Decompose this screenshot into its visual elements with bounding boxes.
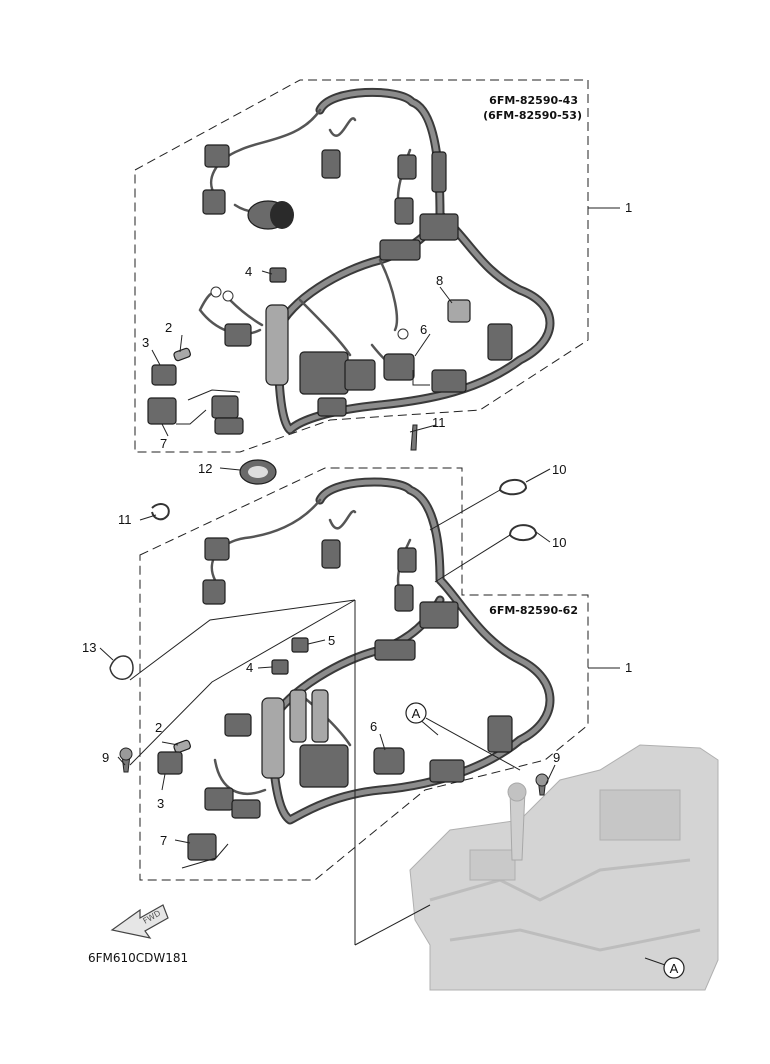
fwd-arrow-icon: FWD: [110, 904, 169, 939]
bottom-wiring-harness: [202, 477, 555, 825]
top-assembly-boundary: [134, 79, 589, 453]
bottom-assembly-boundary: [139, 467, 589, 881]
callout-top-4: 4: [245, 264, 252, 279]
callout-mid-10-a: 10: [552, 462, 566, 477]
callout-top-8: 8: [436, 273, 443, 288]
drawing-code: 6FM610CDW181: [88, 951, 188, 965]
ref-mark-a-engine: A: [663, 957, 685, 979]
assembly-b-number: 6FM-82590-62: [489, 604, 578, 617]
callout-top-6: 6: [420, 322, 427, 337]
top-loose-parts: [147, 267, 471, 435]
callout-bot-3: 3: [157, 796, 164, 811]
ref-mark-a-harness: A: [405, 702, 427, 724]
callout-bot-4: 4: [246, 660, 253, 675]
svg-text:A: A: [412, 706, 421, 721]
svg-text:A: A: [670, 961, 679, 976]
callout-bot-13: 13: [82, 640, 96, 655]
callout-mid-10-b: 10: [552, 535, 566, 550]
engine-block: [409, 744, 719, 991]
assembly-a-number: 6FM-82590-43: [489, 94, 578, 107]
leader-lines: [99, 207, 669, 967]
callout-bot-6: 6: [370, 719, 377, 734]
top-wiring-harness: [198, 87, 555, 435]
callout-bot-1: 1: [625, 660, 632, 675]
callout-top-7: 7: [160, 436, 167, 451]
callout-bot-9-a: 9: [102, 750, 109, 765]
callout-bot-2: 2: [155, 720, 162, 735]
assembly-a-alt-number: (6FM-82590-53): [483, 109, 582, 122]
callout-top-2: 2: [165, 320, 172, 335]
callout-mid-12: 12: [198, 461, 212, 476]
callout-bot-9-b: 9: [553, 750, 560, 765]
callout-top-3: 3: [142, 335, 149, 350]
callout-bot-7: 7: [160, 833, 167, 848]
callout-mid-11-a: 11: [432, 415, 446, 430]
callout-top-1: 1: [625, 200, 632, 215]
callout-bot-5: 5: [328, 633, 335, 648]
callout-mid-11-b: 11: [118, 512, 132, 527]
bottom-loose-parts: [109, 424, 549, 861]
